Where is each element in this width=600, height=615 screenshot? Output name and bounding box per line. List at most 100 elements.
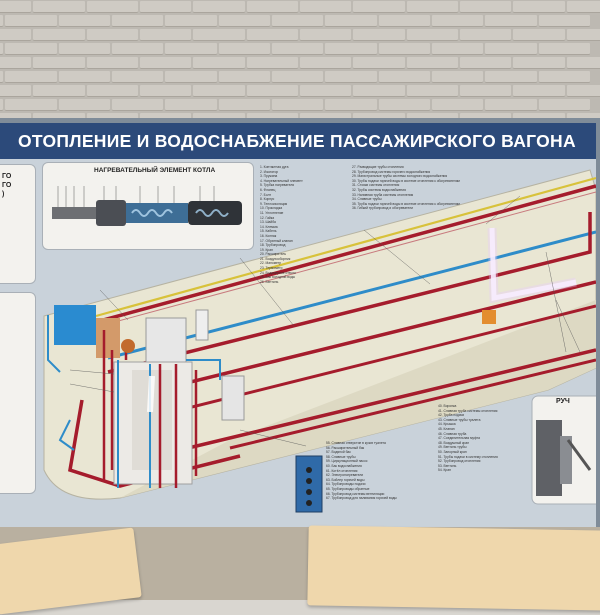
brick	[5, 99, 57, 111]
brick	[86, 57, 138, 69]
brick	[513, 1, 565, 13]
brick	[165, 43, 217, 55]
brick	[193, 29, 245, 41]
legend-item: 4. Нагревательный элемент	[260, 178, 303, 183]
legend-item: 59. Циркуляционный насос	[326, 459, 368, 464]
brick	[299, 85, 352, 97]
brick	[378, 71, 430, 83]
brick	[513, 29, 565, 41]
brick	[218, 15, 270, 27]
poster-title-bar	[0, 123, 596, 159]
brick	[271, 43, 324, 55]
brick	[406, 85, 458, 97]
legend-item: 29. Магистральные трубы системы холодног…	[352, 174, 448, 179]
legend-item: 49. Вентиль трубы	[438, 445, 467, 450]
left-info-panel-top	[0, 164, 36, 284]
brick	[165, 99, 217, 111]
legend-item: 32. Трубы системы водоснабжения	[352, 187, 406, 192]
brick	[271, 99, 324, 111]
legend-item: 48. Воздушный кран	[438, 440, 470, 445]
legend-item: 11. Уплотнение	[260, 210, 284, 215]
brick	[353, 57, 405, 69]
brick	[459, 1, 512, 13]
legend-item: 50. Запорный кран	[438, 449, 467, 454]
brick	[0, 57, 32, 69]
brick	[538, 99, 590, 111]
legend-item: 41. Сливная труба системы отопления	[438, 408, 498, 413]
brick	[246, 57, 298, 69]
legend-item: 10. Прокладка	[260, 206, 283, 211]
brick	[58, 71, 110, 83]
brick	[0, 15, 4, 27]
brick	[246, 1, 298, 13]
legend-item: 31. Стояки системы отопления	[352, 183, 400, 188]
brick	[459, 85, 512, 97]
legend-item: 16. Колпак	[260, 233, 277, 238]
brick	[271, 71, 324, 83]
valve-orange	[482, 310, 496, 324]
brick	[299, 29, 352, 41]
brick	[406, 29, 458, 41]
legend-item: 58. Сливные трубы	[326, 454, 356, 459]
brick	[193, 85, 245, 97]
legend-item: 8. Корпус	[260, 197, 275, 202]
brick	[459, 57, 512, 69]
legend-item: 35. Трубы подачи горячей воды в системе …	[352, 201, 460, 206]
legend-item: 60. Бак водоснабжения	[326, 463, 362, 468]
brick	[86, 29, 138, 41]
heater-element-title: НАГРЕВАТЕЛЬНЫЙ ЭЛЕМЕНТ КОТЛА	[94, 167, 216, 174]
brick	[33, 57, 85, 69]
brick	[33, 85, 85, 97]
brick	[299, 57, 352, 69]
legend-item: 46. Сливная труба	[438, 431, 467, 436]
brick	[111, 71, 164, 83]
legend-item: 30. Трубы подачи горячей воды в системе …	[352, 178, 460, 183]
legend-item: 15. Кабель	[260, 229, 277, 234]
brick	[86, 1, 138, 13]
brick	[139, 1, 192, 13]
brick	[139, 29, 192, 41]
legend-item: 7. Болт	[260, 192, 272, 197]
legend-item: 56. Расширительный бак	[326, 445, 365, 450]
legend-item: 65. Трубопроводы обратные	[326, 486, 370, 491]
brick	[459, 29, 512, 41]
brick	[353, 29, 405, 41]
brick	[325, 15, 377, 27]
legend-item: 26. Вентиль	[260, 279, 279, 284]
legend-item: 54. Кран	[438, 468, 451, 473]
brick	[513, 85, 565, 97]
legend-item: 33. Наливная труба системы отопления	[352, 192, 414, 197]
brick	[0, 99, 4, 111]
legend-item: 66. Трубопровод системы вентиляции	[326, 491, 385, 496]
brick	[165, 71, 217, 83]
brick	[513, 57, 565, 69]
brick	[566, 29, 600, 41]
legend-item: 22. Манометр	[260, 261, 282, 266]
legend-item: 19. Кран	[260, 247, 273, 252]
brick	[193, 57, 245, 69]
brick	[431, 71, 484, 83]
brick	[325, 43, 377, 55]
legend-item: 53. Вентиль	[438, 463, 457, 468]
brick	[218, 71, 270, 83]
brick	[485, 15, 537, 27]
brick	[0, 71, 4, 83]
brick	[431, 99, 484, 111]
brick	[58, 15, 110, 27]
legend-item: 25. Бак холодной воды	[260, 275, 296, 280]
poster-title: ОТОПЛЕНИЕ И ВОДОСНАБЖЕНИЕ ПАССАЖИРСКОГО …	[18, 131, 576, 151]
brick	[406, 57, 458, 69]
legend-item: 55. Сливная отверстие в кузов туалета	[326, 441, 386, 445]
brick	[165, 15, 217, 27]
brick	[566, 85, 600, 97]
brick	[378, 99, 430, 111]
brick	[246, 29, 298, 41]
brick	[353, 1, 405, 13]
brick	[58, 99, 110, 111]
left-panel-text: ГО ГО )	[2, 173, 12, 198]
brick	[538, 15, 590, 27]
brick	[538, 43, 590, 55]
brick	[33, 29, 85, 41]
